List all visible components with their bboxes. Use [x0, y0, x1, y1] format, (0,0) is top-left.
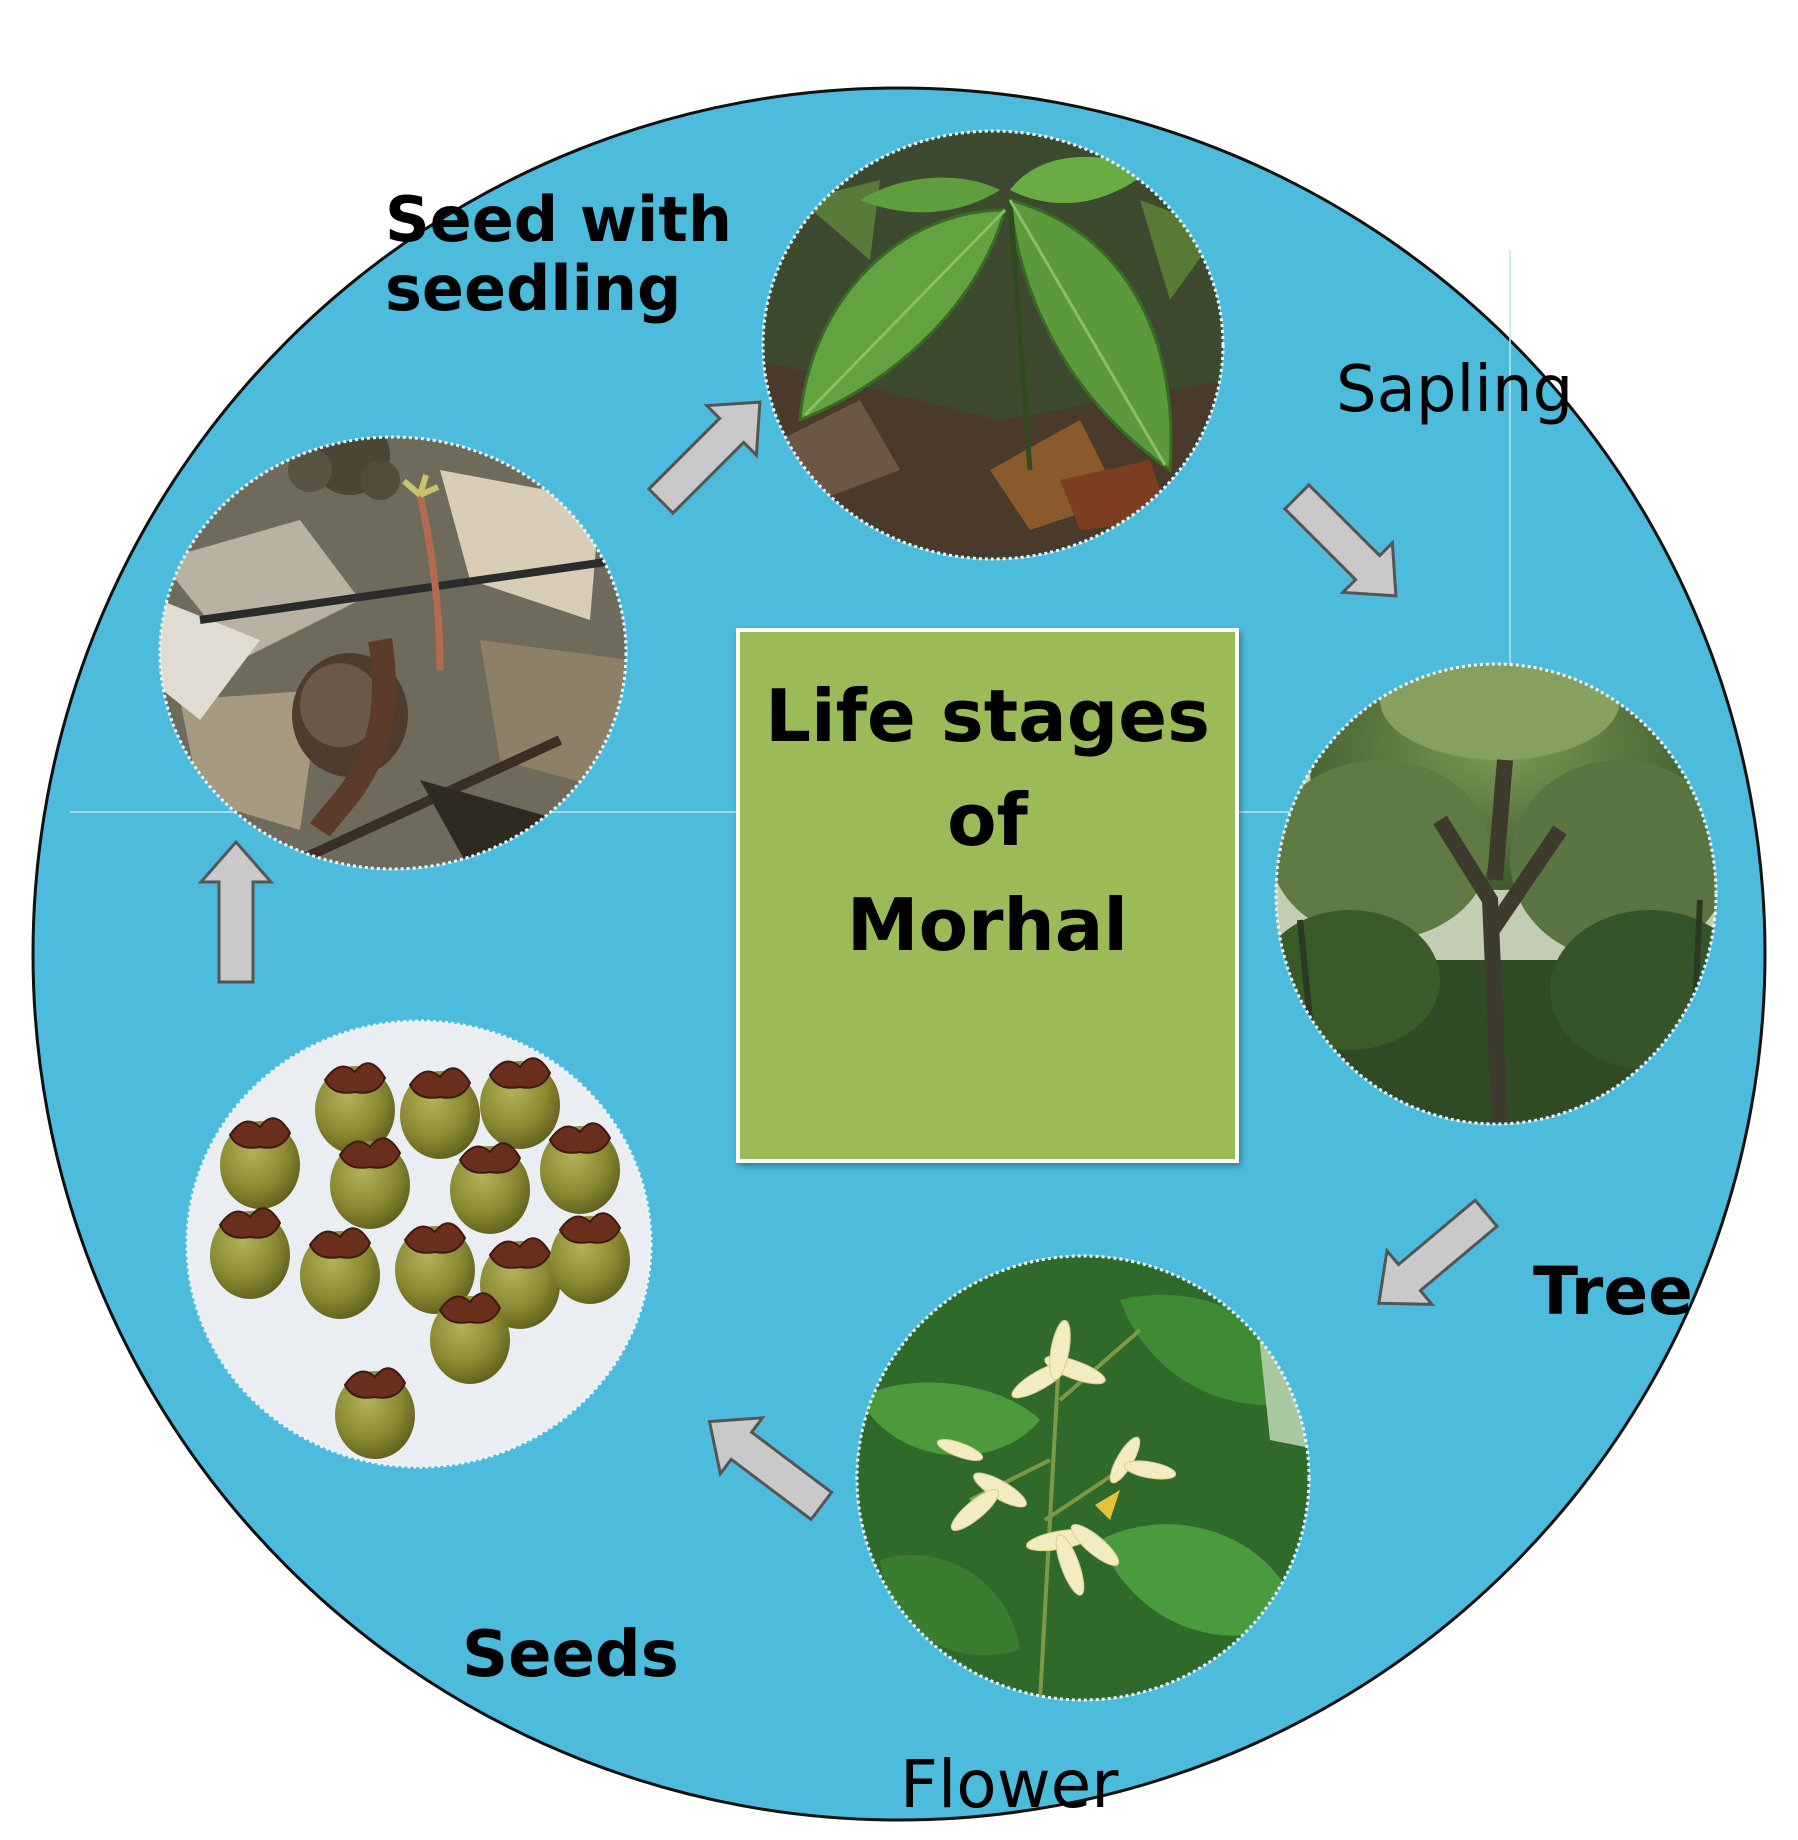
label-sapling: Sapling — [1336, 355, 1573, 427]
label-flower: Flower — [900, 1748, 1118, 1822]
diagram-title: Life stages of Morhal — [740, 664, 1235, 977]
label-seed-with-seedling: Seed with seedling — [385, 185, 732, 324]
label-seeds: Seeds — [462, 1620, 679, 1692]
label-tree: Tree — [1533, 1255, 1693, 1329]
center-title-box: Life stages of Morhal — [736, 628, 1239, 1163]
